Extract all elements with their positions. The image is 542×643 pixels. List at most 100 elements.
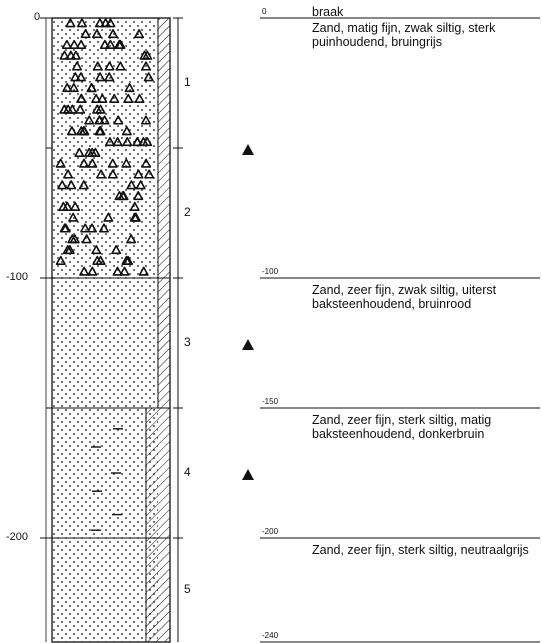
- rubble-symbol: [141, 158, 152, 168]
- rubble-symbol: [76, 18, 87, 28]
- rubble-symbol: [75, 72, 86, 82]
- rubble-symbol: [72, 61, 83, 71]
- rubble-symbol: [138, 266, 149, 276]
- rubble-symbol: [121, 255, 132, 265]
- rubble-symbol: [87, 158, 98, 168]
- rubble-symbol: [55, 158, 66, 168]
- sample-number: 5: [184, 582, 191, 596]
- rubble-symbol: [61, 39, 72, 49]
- rubble-symbol: [132, 137, 143, 147]
- rubble-symbol: [55, 255, 66, 265]
- rubble-symbol: [133, 191, 144, 201]
- rubble-symbol: [124, 83, 135, 93]
- rubble-symbol: [62, 201, 73, 211]
- rubble-symbol: [115, 61, 126, 71]
- layer-description: Zand, zeer fijn, sterk siltig, neutraalg…: [312, 543, 529, 557]
- rubble-symbol: [104, 72, 115, 82]
- rubble-symbol: [105, 39, 116, 49]
- rubble-symbol: [79, 158, 90, 168]
- rubble-symbol: [91, 93, 102, 103]
- rubble-symbol: [79, 126, 90, 136]
- rubble-symbol: [80, 29, 91, 39]
- rubble-symbol: [99, 39, 110, 49]
- rubble-symbol: [59, 104, 70, 114]
- rubble-symbol: [84, 115, 95, 125]
- rubble-symbol: [94, 115, 105, 125]
- rubble-symbol: [114, 191, 125, 201]
- sample-number: 2: [184, 205, 191, 219]
- rubble-symbol: [65, 50, 76, 60]
- rubble-symbol: [107, 169, 118, 179]
- rubble-symbol: [90, 147, 101, 157]
- rubble-symbol: [87, 223, 98, 233]
- rubble-symbol: [140, 115, 151, 125]
- rubble-symbol: [104, 61, 115, 71]
- groundwater-marker: [242, 144, 254, 155]
- rubble-symbol: [111, 245, 122, 255]
- rubble-symbol: [94, 18, 105, 28]
- rubble-symbol: [97, 93, 108, 103]
- rubble-symbol: [59, 50, 70, 60]
- rubble-symbol: [91, 245, 102, 255]
- rubble-symbol: [121, 126, 132, 136]
- sample-number: 3: [184, 335, 191, 349]
- hatch-strip: [146, 18, 170, 642]
- layer-depth-label: -200: [262, 527, 279, 536]
- rubble-symbol: [95, 255, 106, 265]
- rubble-symbol: [107, 158, 118, 168]
- rubble-symbol: [79, 266, 90, 276]
- rubble-symbol: [64, 245, 75, 255]
- soil-column: [51, 17, 183, 643]
- rubble-symbol: [144, 169, 155, 179]
- rubble-symbol: [134, 93, 145, 103]
- rubble-symbol: [134, 29, 145, 39]
- layer-separators: [260, 17, 540, 643]
- rubble-symbol: [122, 137, 133, 147]
- layer-description: Zand, zeer fijn, zwak siltig, uiterst ba…: [312, 283, 497, 311]
- rubble-symbol: [80, 223, 91, 233]
- rubble-symbol: [133, 169, 144, 179]
- rubble-symbol: [100, 18, 111, 28]
- rubble-symbol: [68, 83, 79, 93]
- rubble-symbol: [141, 61, 152, 71]
- rubble-symbol: [126, 180, 137, 190]
- rubble-symbol: [135, 180, 146, 190]
- rubble-symbol: [96, 169, 107, 179]
- rubble-symbol: [108, 29, 119, 39]
- rubble-symbol: [91, 29, 102, 39]
- depth-tick-label: -100: [6, 271, 29, 283]
- sample-number: 1: [184, 75, 191, 89]
- rubble-symbol: [119, 266, 130, 276]
- layer-depth-label: -150: [262, 397, 279, 406]
- rubble-symbol: [95, 72, 106, 82]
- layer-description: Zand, zeer fijn, sterk siltig, matig bak…: [312, 413, 492, 441]
- rubble-symbol: [57, 180, 68, 190]
- rubble-symbol: [65, 18, 76, 28]
- rubble-symbol: [104, 137, 115, 147]
- rubble-symbol: [143, 72, 154, 82]
- depth-axis: [40, 17, 52, 642]
- rubble-symbol: [115, 39, 126, 49]
- rubble-symbol: [138, 137, 149, 147]
- rubble-symbol: [112, 137, 123, 147]
- groundwater-marker: [242, 339, 254, 350]
- rubble-symbol: [60, 223, 71, 233]
- rubble-symbol: [113, 115, 124, 125]
- rubble-symbol: [66, 126, 77, 136]
- layer-depth-label: 0: [262, 7, 267, 16]
- rubble-symbol: [68, 212, 79, 222]
- rubble-symbol: [92, 104, 103, 114]
- rubble-symbol: [78, 180, 89, 190]
- rubble-symbol: [98, 223, 109, 233]
- layer-description: braak: [312, 5, 344, 19]
- rubble-symbol: [126, 234, 137, 244]
- rubble-symbol: [74, 147, 85, 157]
- hatch-lower: [146, 408, 170, 642]
- rubble-symbol: [69, 234, 80, 244]
- rubble-symbol: [121, 158, 132, 168]
- rubble-symbol: [94, 126, 105, 136]
- rubble-symbol: [75, 104, 86, 114]
- rubble-symbol: [123, 93, 134, 103]
- rubble-symbol: [76, 39, 87, 49]
- layer-description: Zand, matig fijn, zwak siltig, sterk pui…: [312, 21, 496, 49]
